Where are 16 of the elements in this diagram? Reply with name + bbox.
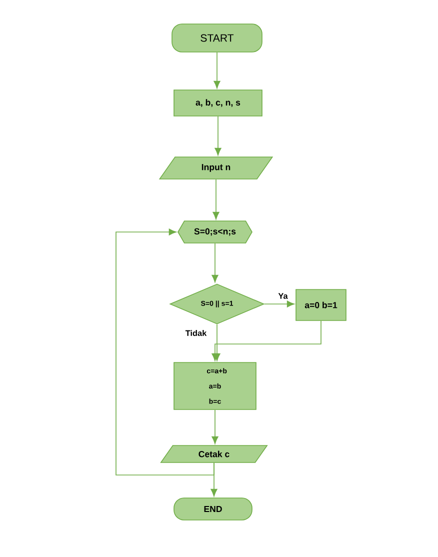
arrow (212, 320, 322, 361)
process-box: a, b, c, n, s (174, 90, 262, 116)
edge-label: Ya (278, 293, 288, 299)
arrow (214, 116, 222, 156)
arrow (210, 462, 218, 496)
terminal-box: END (174, 498, 252, 520)
arrow (212, 179, 220, 220)
loop-hexagon: S=0;s<n;s (178, 220, 252, 244)
edge-label: Tidak (185, 330, 207, 336)
arrow (116, 228, 214, 476)
process-box: a=0 b=1 (296, 289, 346, 321)
arrow (212, 243, 218, 282)
terminal-box: START (172, 24, 262, 52)
arrow (214, 52, 220, 88)
arrow (264, 300, 294, 308)
arrow (212, 410, 218, 444)
